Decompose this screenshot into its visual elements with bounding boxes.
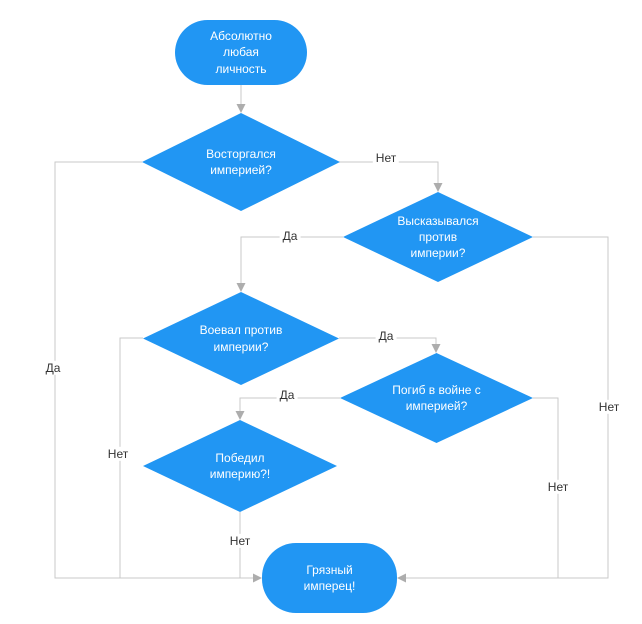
arrowhead-down-icon — [236, 283, 246, 292]
edge-label-q4-yes: Да — [276, 387, 298, 403]
end-terminator-node: Грязный имперец! — [262, 543, 397, 613]
edge-label-q2-yes: Да — [279, 228, 301, 244]
edge-q4-yes-q5 — [239, 397, 340, 411]
edge-label-q3-no: Нет — [104, 446, 132, 462]
edge-q1-no-q2 — [339, 161, 439, 183]
decision-spoke-against-empire-label: Высказывался против империи? — [397, 213, 479, 261]
edge-q3-no-end — [119, 337, 143, 578]
decision-defeated-empire-label: Победил империю?! — [209, 450, 271, 481]
arrowhead-down-icon — [235, 411, 245, 420]
edge-label-q1-no: Нет — [372, 150, 400, 166]
edge-label-q2-no: Нет — [595, 399, 623, 415]
edge-label-q5-no: Нет — [226, 533, 254, 549]
start-terminator-node: Абсолютно любая личность — [175, 20, 307, 85]
arrowhead-down-icon — [433, 183, 443, 192]
start-node-label: Абсолютно любая личность — [210, 29, 272, 76]
edge-label-q1-yes: Да — [42, 360, 64, 376]
arrowhead-left-icon — [397, 573, 406, 583]
edge-q4-no-end — [533, 397, 559, 578]
arrowhead-down-icon — [431, 344, 441, 353]
arrowhead-down-icon — [236, 104, 246, 113]
edge-label-q3-yes: Да — [375, 328, 397, 344]
arrowhead-right-icon — [253, 573, 262, 583]
edge-q3-yes-q4 — [339, 337, 437, 344]
decision-admired-empire-label: Восторгался империей? — [206, 146, 276, 177]
decision-fought-against-empire-label: Воевал против империи? — [199, 323, 283, 354]
decision-died-in-war-with-empire-label: Погиб в войне с империей? — [392, 382, 481, 413]
edge-label-q4-no: Нет — [544, 479, 572, 495]
end-node-label: Грязный имперец! — [303, 562, 356, 593]
edge-q2-yes-q3 — [240, 236, 343, 283]
